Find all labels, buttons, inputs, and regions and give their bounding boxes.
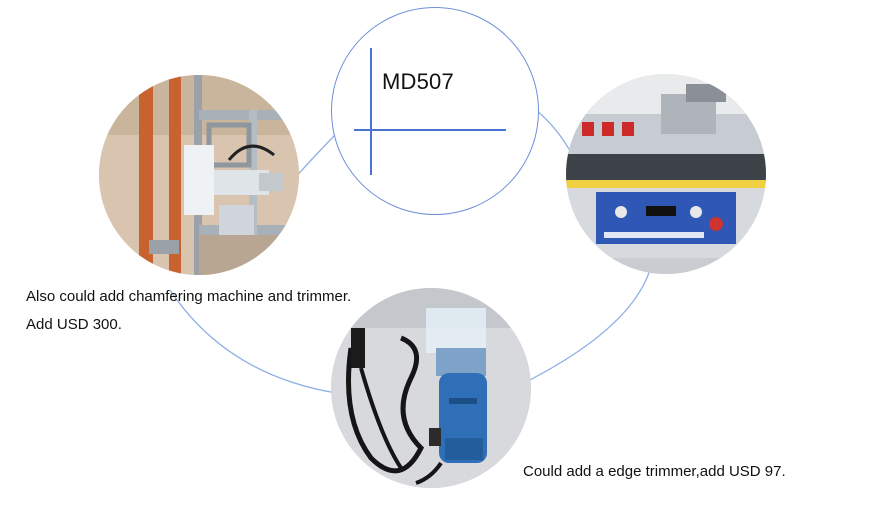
edge-trimmer-photo	[331, 288, 531, 488]
trimmer-caption: Could add a edge trimmer,add USD 97.	[523, 463, 786, 480]
edge-banding-machine-photo	[566, 74, 766, 274]
chamfering-machine-photo	[99, 75, 299, 275]
crosshair-horizontal	[354, 129, 506, 131]
model-name: MD507	[382, 69, 454, 94]
chamfering-caption: Also could add chamfering machine and tr…	[26, 288, 352, 305]
chamfering-price: Add USD 300.	[26, 316, 122, 333]
crosshair-vertical	[370, 48, 372, 175]
model-circle	[331, 7, 539, 215]
